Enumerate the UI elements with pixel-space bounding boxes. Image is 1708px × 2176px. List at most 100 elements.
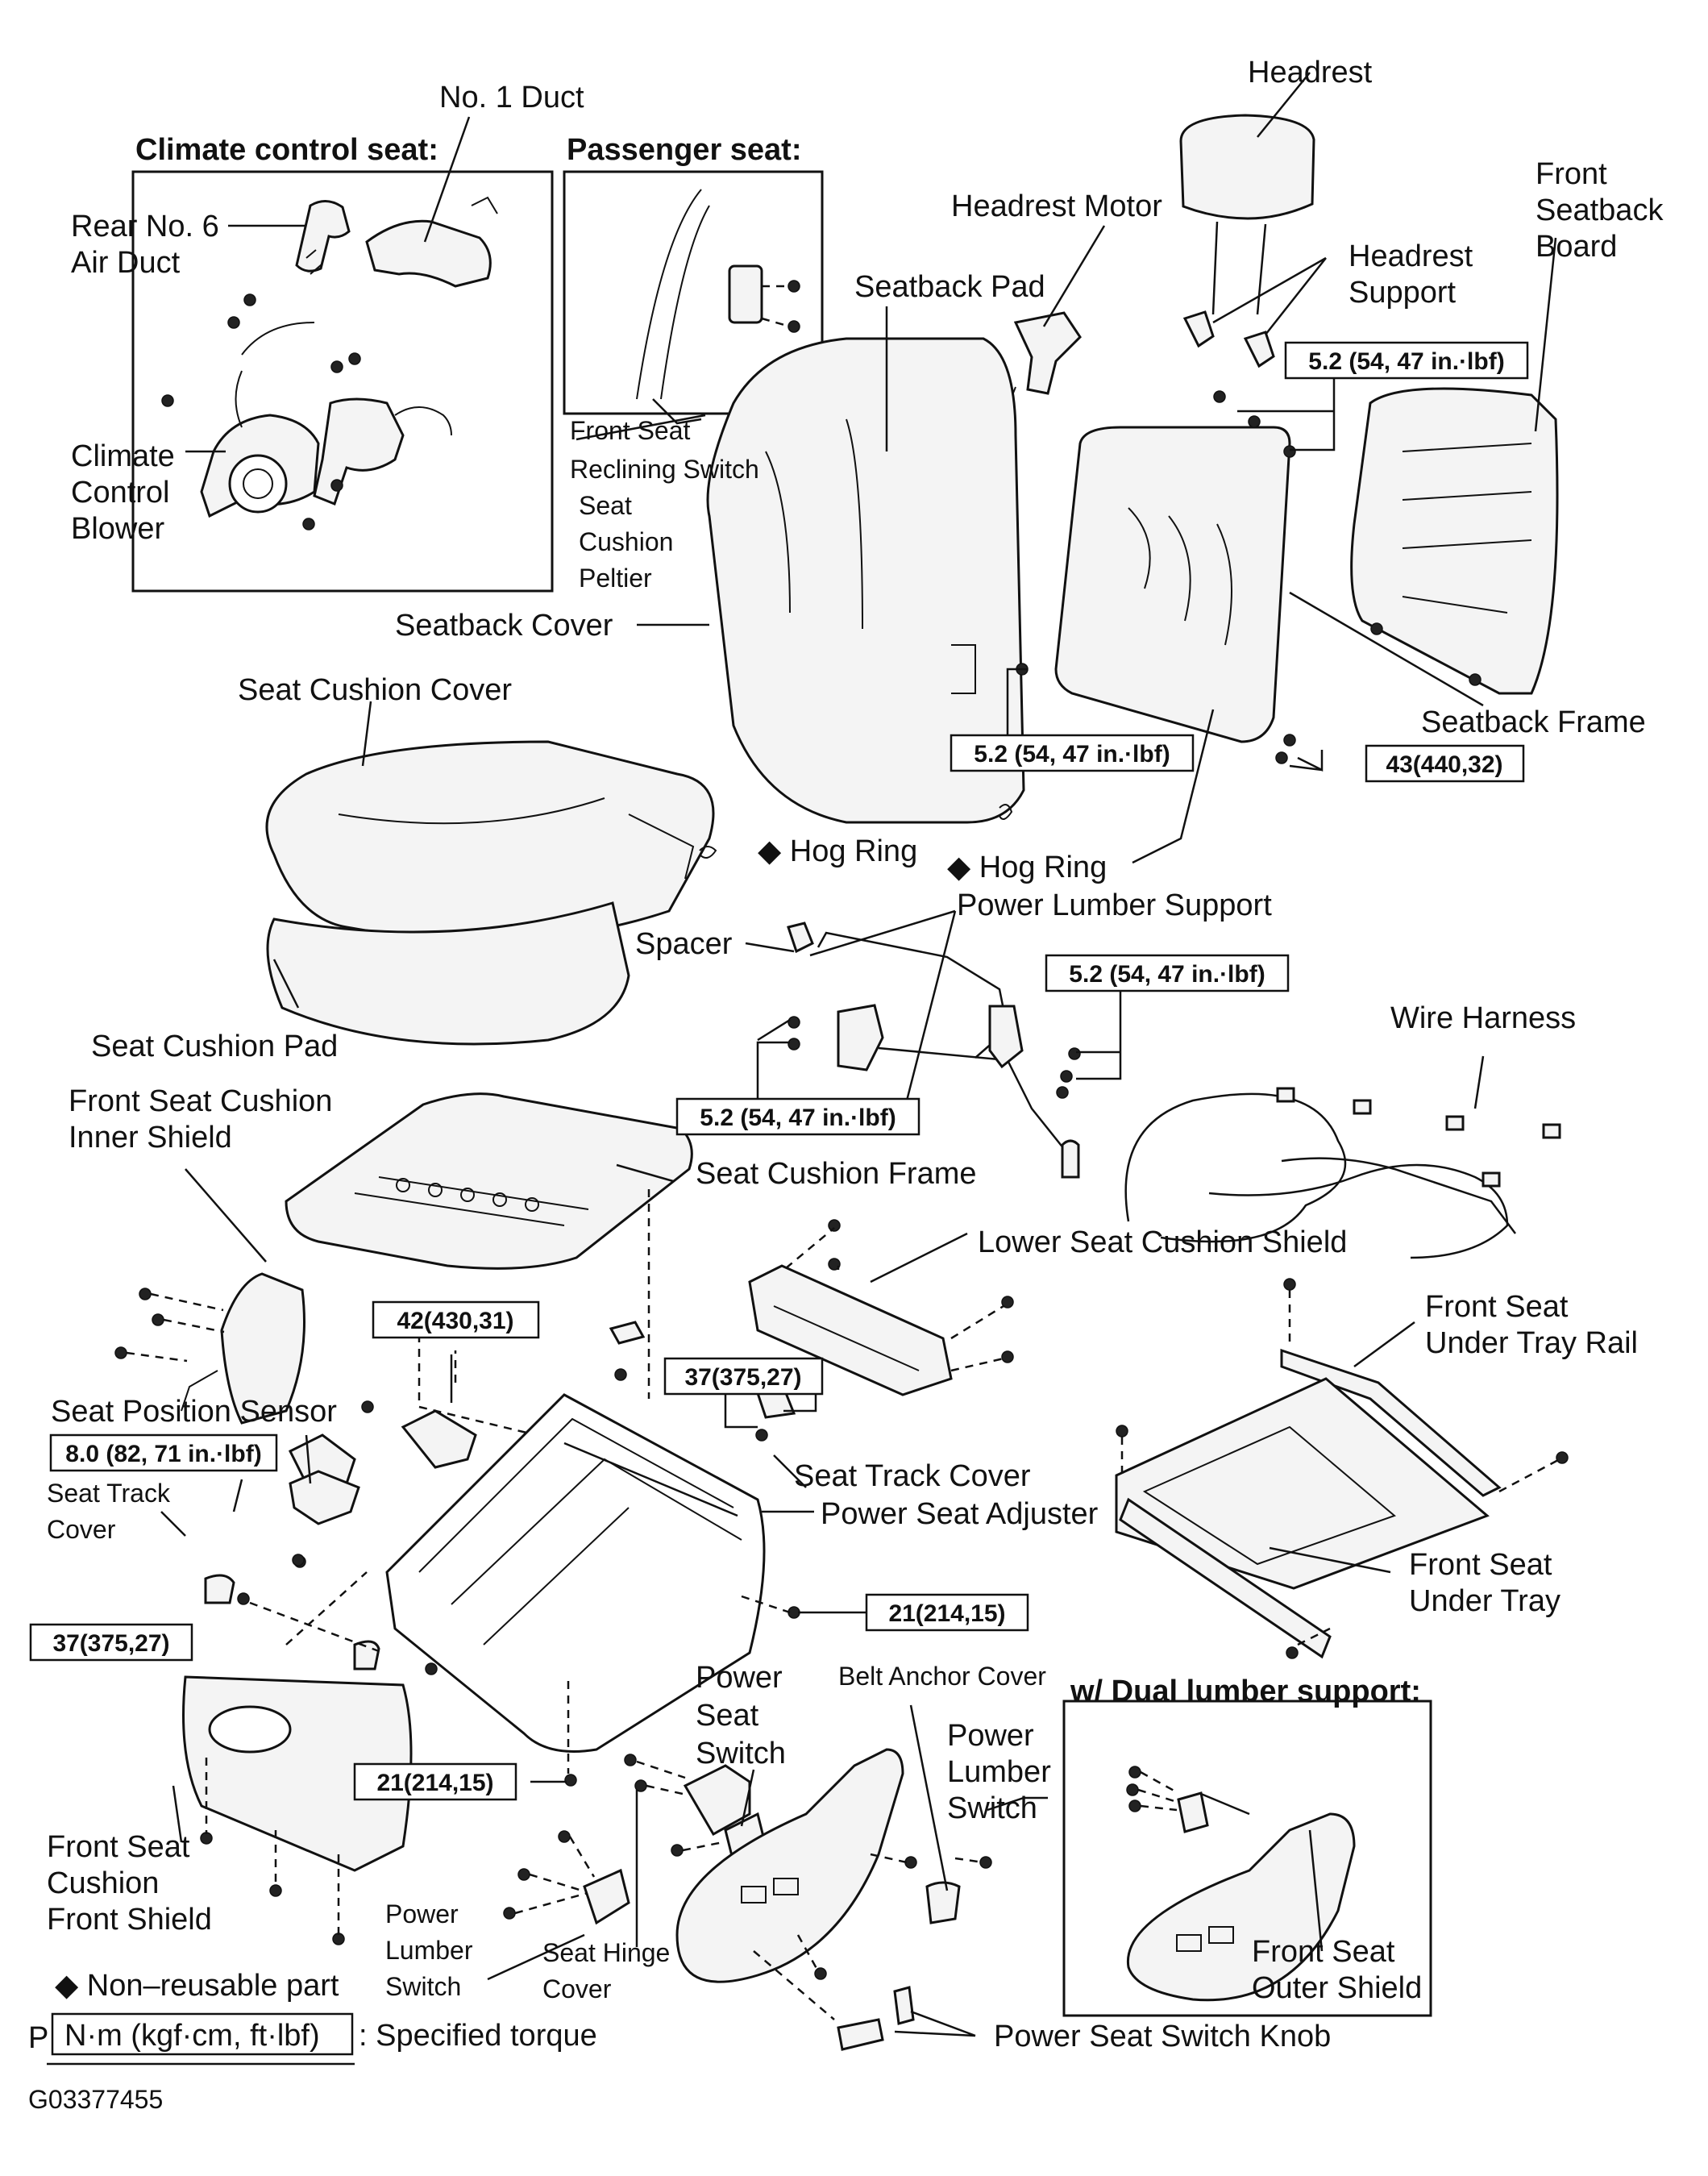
no1-duct-drawing [365, 196, 498, 288]
seat-cushion-peltier-drawing [313, 397, 452, 506]
label-seat-cushion-peltier-3: Peltier [579, 564, 652, 593]
dual-lumbar-inset-box [1062, 1700, 1432, 2017]
label-seatback-frame: Seatback Frame [1421, 705, 1646, 739]
label-power-lumber-support: Power Lumber Support [957, 888, 1272, 922]
label-belt-anchor-cover: Belt Anchor Cover [838, 1662, 1046, 1691]
label-seat-track-cover-left-2: Cover [47, 1515, 116, 1544]
power-lumber-support-drawing [787, 922, 1081, 1179]
label-outer-shield-2: Outer Shield [1252, 1971, 1422, 2005]
climate-inset-bolts [161, 293, 361, 530]
label-climate-control-seat: Climate control seat: [135, 133, 438, 167]
label-seat-hinge-cover-2: Cover [542, 1974, 612, 2003]
front-seat-cushion-front-shield-drawing [182, 1675, 413, 1945]
power-seat-switch-knob-drawing [753, 1950, 915, 2051]
legend-p: P [28, 2021, 48, 2055]
torque-front-left: 37(375,27) [52, 1630, 169, 1657]
label-seat-cushion-peltier-1: Seat [579, 491, 632, 520]
torque-seat-position-sensor: 8.0 (82, 71 in.·lbf) [65, 1441, 261, 1467]
label-climate-control-blower-1: Climate [71, 439, 175, 473]
label-rear-no6-air-duct-1: Rear No. 6 [71, 210, 219, 243]
torque-adjuster-right: 21(214,15) [888, 1600, 1005, 1627]
label-wire-harness: Wire Harness [1390, 1001, 1576, 1035]
seatback-frame-drawing [1054, 426, 1291, 864]
lower-seat-cushion-shield-drawing [748, 1219, 1014, 1396]
seatback-cover-drawing [706, 337, 1025, 824]
label-headrest-motor: Headrest Motor [951, 189, 1162, 223]
passenger-inset-box [563, 170, 824, 415]
label-no1-duct: No. 1 Duct [439, 81, 584, 114]
torque-bracket-lines [450, 377, 1336, 1783]
label-power-lumber-switch-1: Power [947, 1719, 1034, 1753]
legend-non-reusable-part: ◆ Non–reusable part [55, 1969, 339, 2003]
front-seat-under-tray-drawing [1115, 1377, 1569, 1659]
label-front-seatback-board-3: Board [1536, 230, 1617, 264]
label-inner-shield-1: Front Seat Cushion [69, 1084, 332, 1118]
label-seat-hinge-cover-1: Seat Hinge [542, 1938, 670, 1967]
hog-ring-drawings [699, 804, 1013, 859]
label-spacer: Spacer [635, 927, 733, 961]
label-seat-cushion-frame: Seat Cushion Frame [696, 1157, 977, 1191]
dual-lumbar-drawing [1126, 1766, 1356, 2002]
torque-seatback-frame: 43(440,32) [1386, 751, 1502, 778]
label-lower-seat-cushion-shield: Lower Seat Cushion Shield [978, 1225, 1347, 1259]
label-power-seat-adjuster: Power Seat Adjuster [821, 1497, 1099, 1531]
rear-no6-air-duct-drawing [295, 200, 351, 275]
label-dual-lumbar-support: w/ Dual lumber support: [1070, 1675, 1421, 1708]
label-headrest: Headrest [1248, 56, 1373, 89]
front-seat-outer-shield-drawing [675, 1748, 992, 1983]
climate-inset-box [131, 170, 554, 593]
label-climate-control-blower-2: Control [71, 476, 170, 510]
label-outer-shield-1: Front Seat [1252, 1935, 1395, 1969]
label-power-lumber-switch-2: Lumber [947, 1755, 1051, 1789]
label-front-shield-1: Front Seat [47, 1830, 190, 1864]
label-power-seat-switch-2: Seat [696, 1699, 759, 1733]
torque-adjuster-top-right: 37(375,27) [684, 1364, 801, 1391]
front-seat-cushion-inner-shield-drawing [114, 1272, 305, 1425]
seat-cushion-pad-drawing [266, 901, 630, 1046]
label-front-shield-3: Front Shield [47, 1903, 212, 1937]
torque-lumber-left: 5.2 (54, 47 in.·lbf) [700, 1105, 896, 1131]
label-seatback-pad: Seatback Pad [854, 270, 1045, 304]
label-hog-ring-2: ◆ Hog Ring [947, 851, 1107, 884]
seat-position-sensor-drawing [289, 1470, 360, 1566]
label-under-tray-2: Under Tray [1409, 1584, 1560, 1618]
label-power-lumber-switch-low-1: Power [385, 1899, 459, 1928]
label-front-shield-2: Cushion [47, 1866, 159, 1900]
seatback-bolts [1016, 390, 1482, 764]
label-reclining-switch-1: Front Seat [570, 416, 691, 445]
label-climate-control-blower-3: Blower [71, 512, 164, 546]
figure-id: G03377455 [28, 2085, 163, 2114]
label-front-seatback-board-1: Front [1536, 157, 1607, 191]
torque-headrest-support: 5.2 (54, 47 in.·lbf) [1308, 348, 1504, 375]
torque-adjuster-top-left: 42(430,31) [397, 1308, 513, 1334]
label-hog-ring-1: ◆ Hog Ring [758, 834, 917, 868]
label-power-lumber-switch-low-3: Switch [385, 1972, 461, 2001]
label-seat-cushion-cover: Seat Cushion Cover [238, 673, 512, 707]
label-headrest-support-1: Headrest [1349, 239, 1473, 273]
leader-lines [140, 72, 1557, 2037]
label-under-tray-1: Front Seat [1409, 1548, 1552, 1582]
label-headrest-support-2: Support [1349, 276, 1457, 310]
label-power-seat-switch-3: Switch [696, 1737, 786, 1770]
power-lumber-switch-lower-drawing [503, 1830, 630, 1925]
torque-boxes [29, 341, 1529, 1801]
headrest-support-drawing [1182, 310, 1275, 368]
label-power-lumber-switch-3: Switch [947, 1791, 1037, 1825]
label-seatback-cover: Seatback Cover [395, 609, 613, 643]
label-power-seat-switch-1: Power [696, 1661, 783, 1695]
label-seat-position-sensor: Seat Position Sensor [51, 1395, 337, 1429]
label-seat-cushion-peltier-2: Cushion [579, 527, 673, 556]
legend-specified-torque: : Specified torque [359, 2019, 597, 2053]
label-seat-cushion-pad: Seat Cushion Pad [91, 1030, 338, 1063]
label-seat-track-cover: Seat Track Cover [794, 1459, 1031, 1493]
front-seatback-board-drawing [1350, 387, 1559, 695]
reclining-switch-drawing [636, 189, 800, 400]
front-seat-under-tray-rail-drawing [1280, 1278, 1502, 1497]
label-reclining-switch-2: Reclining Switch [570, 455, 759, 484]
seat-cushion-frame-drawing [285, 1092, 693, 1270]
headrest-drawing [1179, 114, 1315, 315]
label-seat-track-cover-left-1: Seat Track [47, 1479, 171, 1508]
torque-adjuster-bottom: 21(214,15) [376, 1770, 493, 1796]
